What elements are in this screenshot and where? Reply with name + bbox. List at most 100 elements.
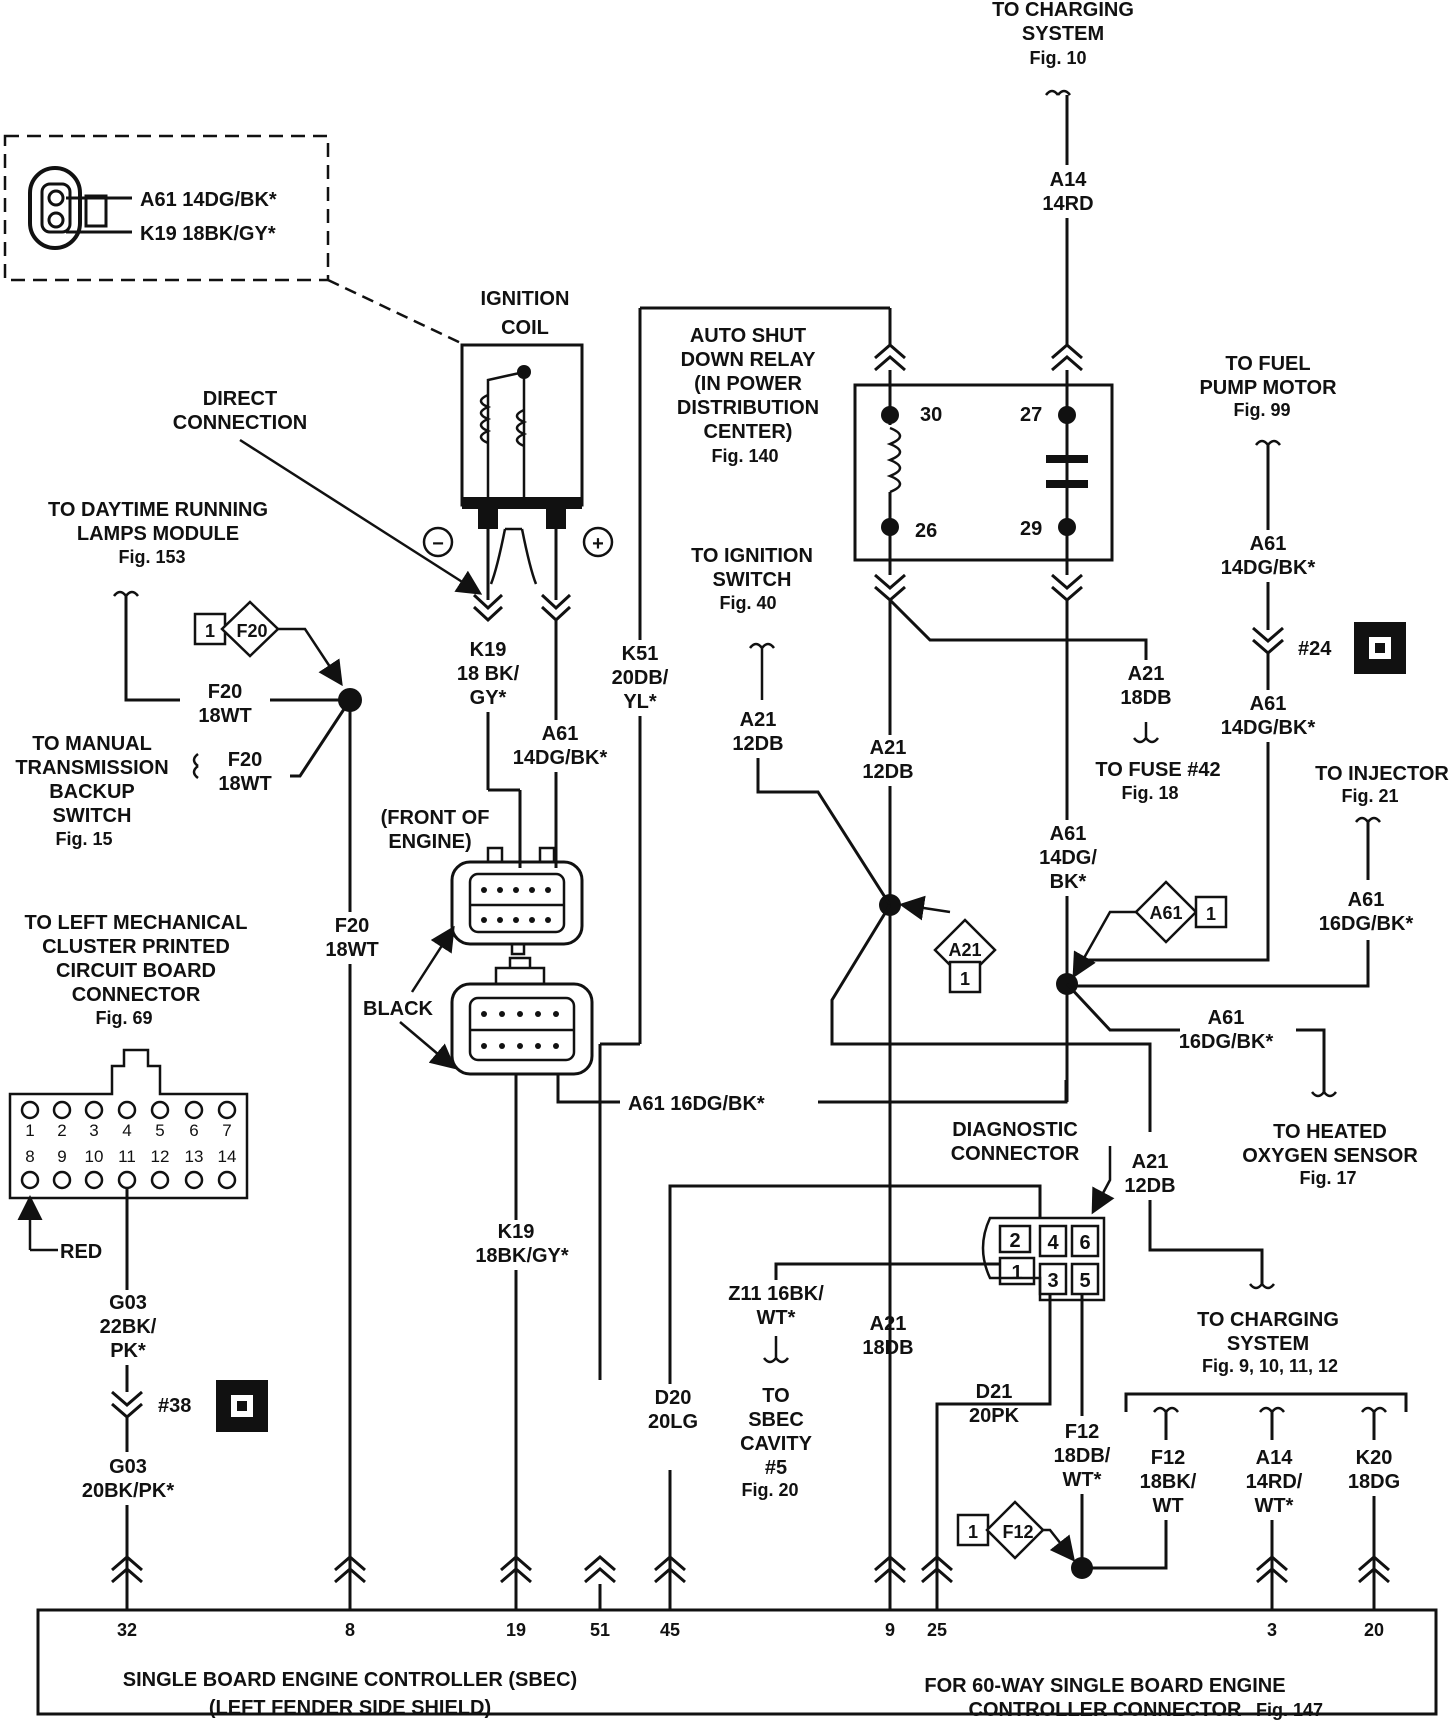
svg-text:SBEC: SBEC <box>748 1409 804 1431</box>
f12-splice-tag: 1 F12 <box>956 1500 1045 1560</box>
wire-break-icon <box>1311 1091 1337 1098</box>
svg-text:A61: A61 <box>1250 693 1287 715</box>
svg-text:PUMP MOTOR: PUMP MOTOR <box>1199 377 1337 399</box>
connector-chevron-icon <box>500 1555 532 1584</box>
a21-low-label: A21 12DB <box>1124 1151 1175 1197</box>
svg-text:#5: #5 <box>765 1457 787 1479</box>
pin-27: 27 <box>1020 404 1042 426</box>
g03-sbec-label: G03 20BK/PK* <box>82 1456 174 1502</box>
svg-text:G03: G03 <box>109 1456 147 1478</box>
asd-relay-label: AUTO SHUT DOWN RELAY (IN POWER DISTRIBUT… <box>677 325 819 466</box>
cluster-pin-number: 8 <box>25 1147 34 1166</box>
svg-text:Fig. 69: Fig. 69 <box>95 1008 152 1028</box>
charging-right-label: TO CHARGING SYSTEM Fig. 9, 10, 11, 12 <box>1197 1309 1339 1376</box>
svg-text:WT: WT <box>1152 1495 1183 1517</box>
connector-chevron-icon <box>1051 343 1083 372</box>
wire-break-icon <box>1133 722 1159 744</box>
sbec-pin-20: 20 <box>1364 1620 1384 1640</box>
svg-text:Fig. 147: Fig. 147 <box>1256 1700 1323 1720</box>
cluster-pin-number: 12 <box>151 1147 170 1166</box>
a21-splice-tag: A21 1 <box>933 918 997 994</box>
svg-text:F20: F20 <box>335 915 369 937</box>
cluster-pin-number: 11 <box>118 1147 136 1166</box>
connector-chevron-icon <box>1358 1555 1390 1584</box>
wire-break-icon <box>1153 1406 1179 1413</box>
fuel-pump-label: TO FUEL PUMP MOTOR Fig. 99 <box>1199 353 1337 420</box>
svg-text:IGNITION: IGNITION <box>481 288 570 310</box>
svg-text:1: 1 <box>960 969 970 989</box>
svg-text:CLUSTER PRINTED: CLUSTER PRINTED <box>42 936 230 958</box>
svg-text:18DB/: 18DB/ <box>1054 1445 1111 1467</box>
connector-chevron-icon <box>874 573 906 602</box>
svg-text:AUTO SHUT: AUTO SHUT <box>690 325 806 347</box>
inset-connector-icon <box>28 166 108 250</box>
charging-f12-label: F12 18BK/ WT <box>1140 1447 1197 1517</box>
cluster-label: TO LEFT MECHANICAL CLUSTER PRINTED CIRCU… <box>25 912 248 1028</box>
sbec-pin-32: 32 <box>117 1620 137 1640</box>
connector-chevron-icon <box>874 1555 906 1584</box>
sbec-pin-9: 9 <box>885 1620 895 1640</box>
cluster-pin-number: 4 <box>122 1121 131 1140</box>
diag-pin-1: 1 <box>1011 1262 1022 1284</box>
svg-text:CONNECTION: CONNECTION <box>173 412 307 434</box>
charging-top-label: TO CHARGING SYSTEM Fig. 10 <box>992 0 1134 68</box>
svg-text:Fig. 9, 10, 11, 12: Fig. 9, 10, 11, 12 <box>1202 1356 1338 1376</box>
svg-text:CONTROLLER CONNECTOR: CONTROLLER CONNECTOR <box>969 1699 1243 1721</box>
svg-text:14RD/: 14RD/ <box>1246 1471 1303 1493</box>
svg-text:WT*: WT* <box>1255 1495 1294 1517</box>
a61-splice-tag: A61 1 <box>1134 880 1228 944</box>
pin-30: 30 <box>920 404 942 426</box>
svg-text:(IN POWER: (IN POWER <box>694 373 802 395</box>
svg-text:LAMPS MODULE: LAMPS MODULE <box>77 523 239 545</box>
svg-text:14DG/BK*: 14DG/BK* <box>1221 557 1316 579</box>
sbec-right-label: FOR 60-WAY SINGLE BOARD ENGINE CONTROLLE… <box>924 1675 1323 1721</box>
cluster-pin-number: 5 <box>155 1121 164 1140</box>
svg-text:D21: D21 <box>976 1381 1013 1403</box>
cluster-pin-number: 10 <box>85 1147 104 1166</box>
svg-text:SWITCH: SWITCH <box>713 569 792 591</box>
svg-text:A21: A21 <box>1128 663 1165 685</box>
svg-text:PK*: PK* <box>110 1340 146 1362</box>
manual-trans-label: TO MANUAL TRANSMISSION BACKUP SWITCH Fig… <box>15 733 168 849</box>
connector-38-label: #38 <box>158 1395 191 1417</box>
svg-text:18 BK/: 18 BK/ <box>457 663 520 685</box>
sbec-pin-8: 8 <box>345 1620 355 1640</box>
svg-text:18WT: 18WT <box>218 773 271 795</box>
svg-text:20LG: 20LG <box>648 1411 698 1433</box>
svg-text:18WT: 18WT <box>325 939 378 961</box>
ignition-coil-icon <box>460 343 584 585</box>
fuse42-label: A21 18DB TO FUSE #42 Fig. 18 <box>1095 663 1220 803</box>
svg-text:1: 1 <box>205 621 215 641</box>
svg-text:F12: F12 <box>1065 1421 1099 1443</box>
sbec-connector-chevrons <box>111 1555 1390 1610</box>
connector-chevron-icon <box>111 1390 143 1419</box>
wire-break-icon <box>749 642 775 700</box>
svg-text:F20: F20 <box>208 681 242 703</box>
connector-24-label: #24 <box>1298 638 1332 660</box>
f12-label: F12 18DB/ WT* <box>1054 1421 1111 1491</box>
svg-text:GY*: GY* <box>470 687 507 709</box>
diag-pin-3: 3 <box>1047 1270 1058 1292</box>
svg-text:F20: F20 <box>236 621 267 641</box>
svg-text:1: 1 <box>968 1522 978 1542</box>
svg-text:BACKUP: BACKUP <box>49 781 135 803</box>
diag-label: DIAGNOSTIC CONNECTOR <box>951 1119 1080 1165</box>
svg-text:TO: TO <box>762 1385 789 1407</box>
svg-text:F12: F12 <box>1151 1447 1185 1469</box>
sbec-box <box>36 1608 1438 1716</box>
svg-text:K19: K19 <box>470 639 507 661</box>
direct-connection-label: DIRECT CONNECTION <box>173 388 307 434</box>
cluster-pin-number: 13 <box>185 1147 204 1166</box>
connector-chevron-icon <box>1252 626 1284 655</box>
o2-wire-label: A61 16DG/BK* <box>1179 1007 1274 1053</box>
red-label: RED <box>60 1241 102 1263</box>
pin-29: 29 <box>1020 518 1042 540</box>
connector-chevron-icon <box>654 1555 686 1584</box>
fuelpump-wire-b: A61 14DG/BK* <box>1221 693 1316 739</box>
connector-chevron-icon <box>921 1555 953 1584</box>
ignsw-wire-label: A21 12DB <box>732 709 783 755</box>
positive-terminal-icon <box>582 526 614 558</box>
wire-break-icon <box>1361 1406 1387 1413</box>
